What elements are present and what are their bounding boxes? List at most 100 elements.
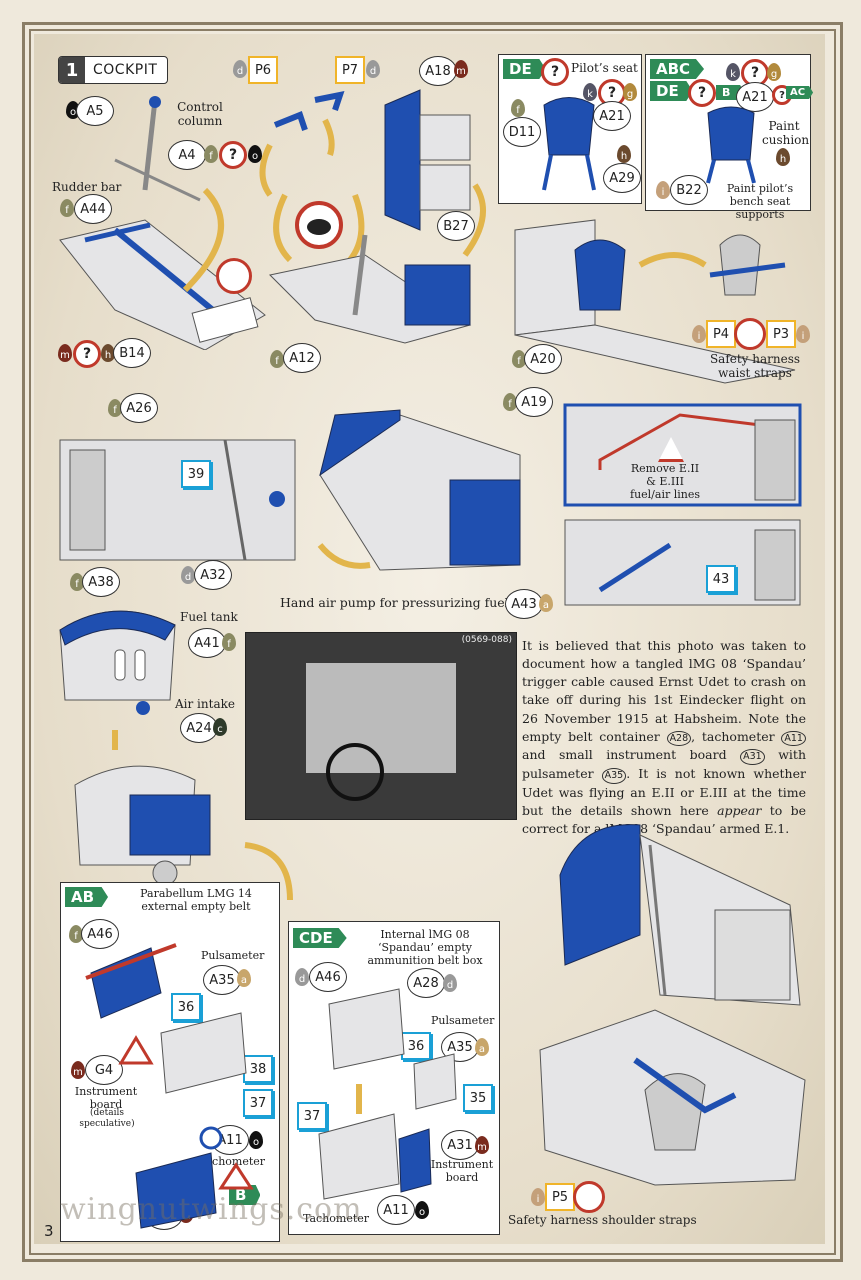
ref-a28: A28 <box>666 730 692 747</box>
paint-cushion-label: Paint cushion <box>762 119 810 148</box>
paint-f-drop: f <box>69 925 83 943</box>
shoulder-straps-label: Safety harness shoulder straps <box>508 1213 697 1227</box>
details-speculative-label: (details speculative) <box>79 1108 135 1129</box>
part-b27: B27 <box>437 211 475 241</box>
part-a19: A19 <box>515 387 553 417</box>
frame-strut <box>648 844 667 996</box>
variant-tag-abc: ABC <box>650 59 705 79</box>
control-column-grip <box>149 96 161 108</box>
photo-control-wheel <box>326 743 384 801</box>
variant-tag-de: DE <box>650 81 693 101</box>
assembly-arrow <box>638 252 707 268</box>
part-a32: A32 <box>194 560 232 590</box>
variant-tag-cde: CDE <box>293 928 347 948</box>
paint-a-drop: a <box>475 1038 489 1056</box>
cockpit-floor-part <box>514 324 796 384</box>
paint-a-drop: a <box>237 969 251 987</box>
box-upper-grey <box>419 114 471 161</box>
paint-o-drop: o <box>415 1201 429 1219</box>
cde-title: Internal lMG 08 ‘Spandau’ empty ammuniti… <box>367 928 483 968</box>
part-a38: A38 <box>82 567 120 597</box>
paint-m-drop: m <box>454 60 468 78</box>
seat-illustration <box>542 97 596 191</box>
part-a28: A28 <box>407 968 445 998</box>
part-a46: A46 <box>81 919 119 949</box>
ammo-box-assembled <box>318 1113 400 1200</box>
paint-i-drop: i <box>656 181 670 199</box>
seat-harness-part <box>719 234 761 296</box>
fuselage-frame-blue <box>319 409 401 477</box>
page-frame <box>22 22 843 1262</box>
assembly-arrow-curve <box>244 842 293 901</box>
paint-c-drop: c <box>213 718 227 736</box>
ammo-box-grey <box>328 988 405 1070</box>
air-intake-part <box>136 701 150 715</box>
photo-panel-shape <box>306 663 456 773</box>
paint-d-drop: d <box>233 60 247 78</box>
paint-m-drop: m <box>475 1136 489 1154</box>
part-p5: P5 <box>545 1183 575 1211</box>
air-intake-bulb <box>152 860 178 885</box>
box-lower-grey <box>419 164 471 211</box>
assembly-arrow <box>259 143 273 197</box>
shoulder-straps-part <box>633 1057 737 1114</box>
paint-f-drop: f <box>60 199 74 217</box>
frame-cutout <box>69 449 106 551</box>
part-a24: A24 <box>180 713 218 743</box>
warning-triangle-icon <box>118 1035 154 1065</box>
fuel-tank-assembled-illustration <box>74 730 211 885</box>
control-linkage-part <box>114 158 201 202</box>
part-a43: A43 <box>505 589 543 619</box>
part-a41: A41 <box>188 628 226 658</box>
pump-mount <box>269 491 285 507</box>
hand-pump-part <box>598 542 672 593</box>
paint-unknown-badge: ? <box>541 58 569 86</box>
variant-cde-panel: CDE Internal lMG 08 ‘Spandau’ empty ammu… <box>288 921 500 1235</box>
instrument-board-grey <box>160 1012 247 1094</box>
part-a35: A35 <box>203 965 241 995</box>
air-intake-label: Air intake <box>175 697 235 711</box>
paint-h-drop: h <box>101 344 115 362</box>
fuel-tank-illustration <box>59 610 176 715</box>
paint-f-drop: f <box>503 393 517 411</box>
part-d11: D11 <box>503 117 541 147</box>
elephant-strap-icon <box>734 318 766 350</box>
paint-i-drop: i <box>796 325 810 343</box>
rudder-bar-part <box>84 222 151 243</box>
ab-instrument-illustration <box>85 943 254 1229</box>
rear-panel <box>714 909 791 1001</box>
paint-f-drop: f <box>108 399 122 417</box>
board-blue <box>398 1128 432 1193</box>
frame-cutout <box>754 529 796 601</box>
seat-install-illustration <box>514 219 796 384</box>
belt-bag-blue <box>90 947 162 1019</box>
paint-m-drop: m <box>71 1061 85 1079</box>
ref-a11: A11 <box>781 730 806 747</box>
paint-d-drop: d <box>181 566 195 584</box>
part-37: 37 <box>297 1102 327 1130</box>
paint-unknown-badge: ? <box>688 79 716 107</box>
pilots-seat-abc-panel: ABC k ? g DE ? B A21 ? AC Paint cushion … <box>645 54 814 221</box>
paint-g-drop: g <box>767 63 781 81</box>
paint-k-drop: k <box>583 83 597 101</box>
paint-d-drop: d <box>295 968 309 986</box>
photo-reference-code: (0569-088) <box>461 635 512 645</box>
part-a18: A18 <box>419 56 457 86</box>
cockpit-assembly-illustration <box>259 91 486 344</box>
paint-i-drop: i <box>692 325 706 343</box>
part-39: 39 <box>181 460 211 488</box>
paint-a-drop: a <box>539 594 553 612</box>
seat-illustration <box>706 106 756 184</box>
fuselage-rendered-lower <box>539 1009 806 1186</box>
fuselage-frame-right-fuel <box>563 403 802 507</box>
step-title: COCKPIT <box>93 62 158 78</box>
seat-part <box>644 1073 706 1151</box>
seat-shell <box>574 239 626 311</box>
part-a12: A12 <box>283 343 321 373</box>
fuselage-rendered-upper <box>559 824 801 1006</box>
assembly-arrow <box>317 543 371 569</box>
paint-k-drop: k <box>726 63 740 81</box>
ab-title: Parabellum LMG 14 external empty belt <box>140 887 252 914</box>
safety-waist-label: Safety harness waist straps <box>709 352 801 381</box>
step-header: 1 COCKPIT <box>58 56 168 84</box>
